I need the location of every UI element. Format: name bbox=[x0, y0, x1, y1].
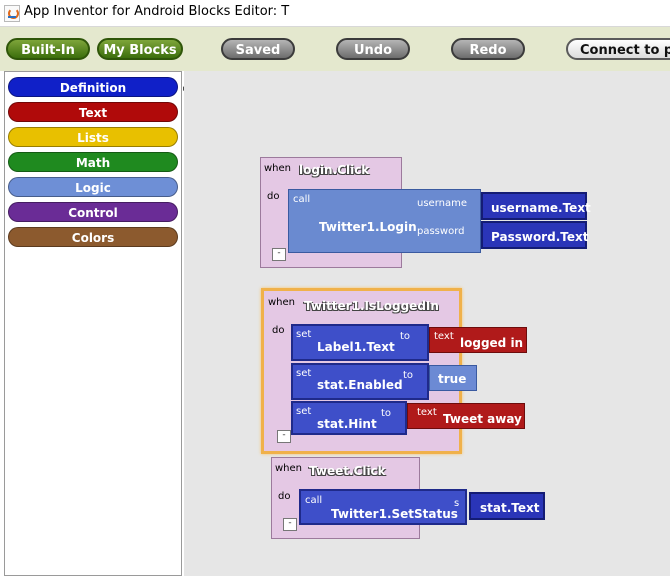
getter-stat-text[interactable]: stat.Text bbox=[469, 492, 545, 520]
category-definition[interactable]: Definition bbox=[8, 77, 178, 97]
event-name: login.Click bbox=[299, 163, 370, 177]
collapse-icon[interactable]: - bbox=[277, 430, 291, 443]
arg-s-label: s bbox=[454, 498, 460, 509]
redo-button[interactable]: Redo bbox=[451, 38, 525, 60]
getter-label: username.Text bbox=[491, 201, 591, 215]
connect-to-phone-button[interactable]: Connect to phone bbox=[566, 38, 670, 60]
property-name: Label1.Text bbox=[317, 340, 395, 354]
getter-password-text[interactable]: Password.Text bbox=[481, 221, 589, 249]
saved-button[interactable]: Saved bbox=[221, 38, 295, 60]
collapse-icon[interactable]: - bbox=[272, 248, 286, 261]
set-label: set bbox=[296, 329, 312, 340]
getter-label: Password.Text bbox=[491, 230, 589, 244]
text-value: Tweet away bbox=[443, 412, 522, 426]
text-block-tweet-away[interactable]: text Tweet away bbox=[407, 403, 525, 429]
text-block-logged-in[interactable]: text logged in bbox=[429, 327, 527, 353]
logic-block-true[interactable]: true bbox=[429, 365, 477, 391]
logic-value: true bbox=[438, 372, 467, 386]
category-colors[interactable]: Colors bbox=[8, 227, 178, 247]
call-block-twitter-login[interactable]: call Twitter1.Login username password bbox=[288, 189, 481, 253]
set-label: set bbox=[296, 368, 312, 379]
category-lists[interactable]: Lists bbox=[8, 127, 178, 147]
method-name: Twitter1.SetStatus bbox=[331, 507, 458, 521]
category-math[interactable]: Math bbox=[8, 152, 178, 172]
do-label: do bbox=[272, 325, 285, 336]
category-text[interactable]: Text bbox=[8, 102, 178, 122]
call-label: call bbox=[293, 194, 311, 205]
text-type-label: text bbox=[434, 331, 454, 342]
to-label: to bbox=[400, 331, 411, 342]
when-label: when bbox=[264, 163, 292, 174]
text-type-label: text bbox=[417, 407, 437, 418]
do-label: do bbox=[278, 491, 291, 502]
call-block-twitter-setstatus[interactable]: call Twitter1.SetStatus s bbox=[299, 489, 467, 525]
method-name: Twitter1.Login bbox=[319, 220, 417, 234]
when-label: when bbox=[275, 463, 303, 474]
event-name: Tweet.Click bbox=[309, 464, 386, 478]
set-label: set bbox=[296, 406, 312, 417]
to-label: to bbox=[381, 408, 392, 419]
getter-label: stat.Text bbox=[480, 501, 540, 515]
category-logic[interactable]: Logic bbox=[8, 177, 178, 197]
do-label: do bbox=[267, 191, 280, 202]
to-label: to bbox=[403, 370, 414, 381]
collapse-icon[interactable]: - bbox=[283, 518, 297, 531]
arg-username-label: username bbox=[417, 198, 467, 209]
call-label: call bbox=[305, 495, 323, 506]
title-bar: App Inventor for Android Blocks Editor: … bbox=[0, 0, 670, 27]
set-block-stat-enabled[interactable]: set to stat.Enabled bbox=[291, 363, 429, 400]
blocks-workspace[interactable]: when login.Click do - call Twitter1.Logi… bbox=[184, 71, 670, 576]
my-blocks-tab[interactable]: My Blocks bbox=[97, 38, 183, 60]
java-app-icon bbox=[4, 5, 20, 22]
getter-username-text[interactable]: username.Text bbox=[481, 192, 591, 220]
event-name: Twitter1.IsLoggedIn bbox=[304, 299, 439, 313]
set-block-label1-text[interactable]: set to Label1.Text bbox=[291, 324, 429, 361]
arg-password-label: password bbox=[417, 226, 465, 237]
set-block-stat-hint[interactable]: set to stat.Hint bbox=[291, 401, 407, 435]
property-name: stat.Hint bbox=[317, 417, 377, 431]
toolbar: Built-In My Blocks Saved Undo Redo Conne… bbox=[0, 27, 670, 71]
block-drawer: ▸ Definition Text Lists Math Logic Contr… bbox=[4, 71, 188, 576]
window-title: App Inventor for Android Blocks Editor: … bbox=[24, 4, 290, 19]
undo-button[interactable]: Undo bbox=[336, 38, 410, 60]
built-in-tab[interactable]: Built-In bbox=[6, 38, 90, 60]
when-label: when bbox=[268, 297, 296, 308]
category-control[interactable]: Control bbox=[8, 202, 178, 222]
property-name: stat.Enabled bbox=[317, 378, 403, 392]
text-value: logged in bbox=[460, 336, 524, 350]
